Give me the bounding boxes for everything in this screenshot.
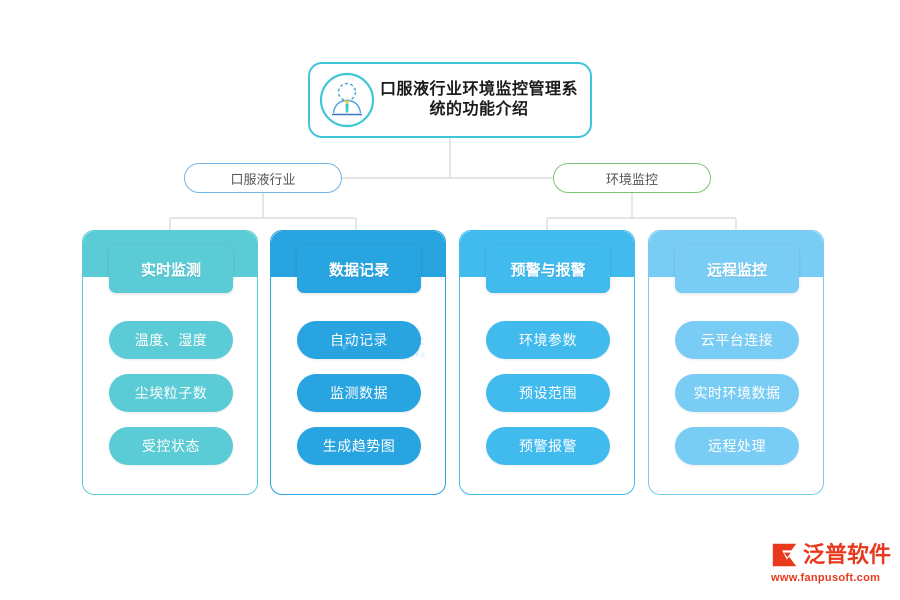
- list-item[interactable]: 环境参数: [486, 321, 610, 359]
- feature-column-remote-monitoring: 远程监控 云平台连接 实时环境数据 远程处理: [648, 230, 824, 495]
- feature-column-realtime-monitoring: 实时监测 温度、湿度 尘埃粒子数 受控状态: [82, 230, 258, 495]
- column-header-chip[interactable]: 实时监测: [109, 245, 233, 293]
- category-node-env-monitoring[interactable]: 环境监控: [553, 163, 711, 193]
- list-item[interactable]: 监测数据: [297, 374, 421, 412]
- brand-logo: 泛普软件 www.fanpusoft.com: [770, 540, 892, 586]
- feature-column-early-warning-alarm: 预警与报警 环境参数 预设范围 预警报警: [459, 230, 635, 495]
- list-item-label: 温度、湿度: [134, 332, 208, 348]
- list-item-label: 远程处理: [708, 438, 766, 454]
- column-header-label: 预警与报警: [510, 261, 586, 279]
- list-item-label: 云平台连接: [700, 332, 774, 348]
- list-item-label: 自动记录: [330, 332, 388, 348]
- column-items: 环境参数 预设范围 预警报警: [486, 321, 610, 480]
- list-item[interactable]: 生成趋势图: [297, 427, 421, 465]
- list-item-label: 受控状态: [142, 438, 200, 454]
- list-item[interactable]: 受控状态: [109, 427, 233, 465]
- list-item[interactable]: 实时环境数据: [675, 374, 799, 412]
- feature-column-data-recording: 数据记录 自动记录 监测数据 生成趋势图: [270, 230, 446, 495]
- list-item[interactable]: 远程处理: [675, 427, 799, 465]
- list-item[interactable]: 尘埃粒子数: [109, 374, 233, 412]
- person-avatar-icon: [318, 71, 376, 129]
- list-item-label: 预警报警: [519, 438, 577, 454]
- column-header-chip[interactable]: 数据记录: [297, 245, 421, 293]
- column-header-label: 数据记录: [328, 261, 389, 279]
- column-header-label: 远程监控: [706, 261, 767, 279]
- list-item-label: 环境参数: [519, 332, 577, 348]
- list-item[interactable]: 预设范围: [486, 374, 610, 412]
- list-item-label: 生成趋势图: [322, 438, 396, 454]
- column-header-chip[interactable]: 预警与报警: [486, 245, 610, 293]
- list-item[interactable]: 云平台连接: [675, 321, 799, 359]
- logo-name: 泛普软件: [803, 542, 892, 567]
- list-item-label: 实时环境数据: [693, 385, 781, 401]
- category-node-label: 环境监控: [605, 171, 658, 187]
- list-item-label: 预设范围: [519, 385, 577, 401]
- logo-url: www.fanpusoft.com: [771, 572, 881, 584]
- list-item[interactable]: 自动记录: [297, 321, 421, 359]
- category-node-label: 口服液行业: [230, 171, 296, 187]
- category-node-oral-liquid[interactable]: 口服液行业: [184, 163, 342, 193]
- column-items: 自动记录 监测数据 生成趋势图: [297, 321, 421, 480]
- list-item-label: 监测数据: [330, 385, 388, 401]
- column-header-chip[interactable]: 远程监控: [675, 245, 799, 293]
- column-items: 云平台连接 实时环境数据 远程处理: [675, 321, 799, 480]
- fanpu-logo-icon: [772, 543, 797, 567]
- list-item-label: 尘埃粒子数: [134, 385, 208, 401]
- list-item[interactable]: 温度、湿度: [109, 321, 233, 359]
- list-item[interactable]: 预警报警: [486, 427, 610, 465]
- column-header-label: 实时监测: [140, 261, 201, 279]
- root-node: 口服液行业环境监控管理系统的功能介绍: [308, 62, 592, 138]
- page-title: 口服液行业环境监控管理系统的功能介绍: [379, 81, 578, 118]
- column-items: 温度、湿度 尘埃粒子数 受控状态: [109, 321, 233, 480]
